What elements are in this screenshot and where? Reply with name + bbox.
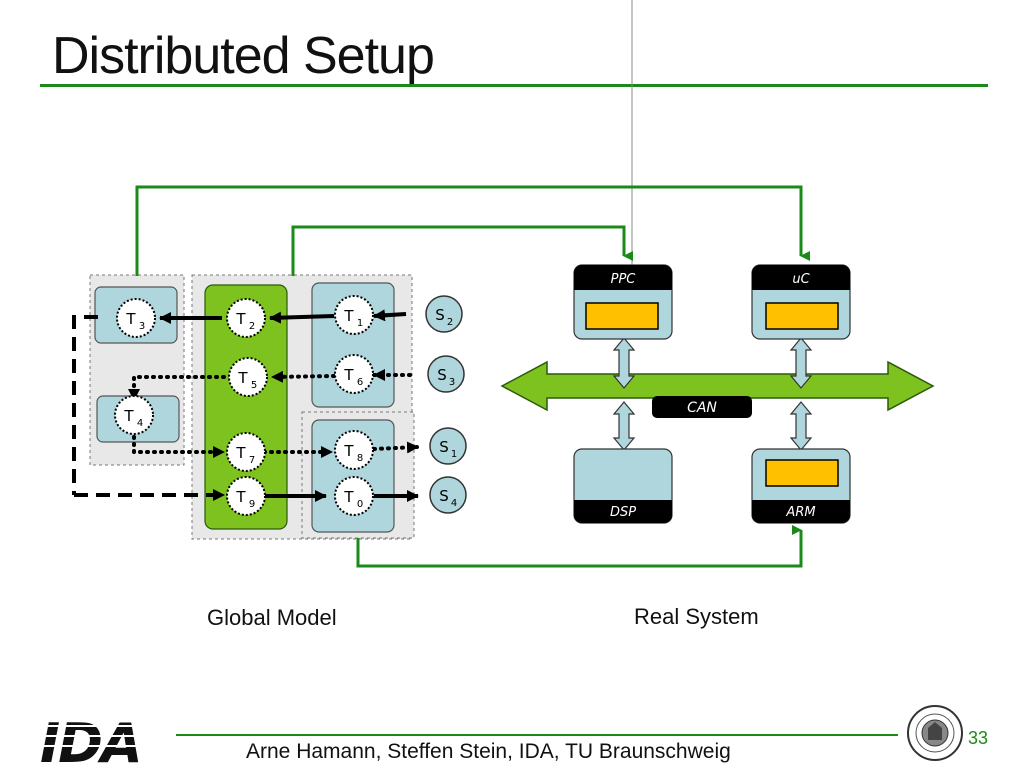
svg-text:6: 6 <box>357 377 363 388</box>
svg-text:T: T <box>343 307 354 325</box>
task-t6: T 6 <box>334 354 374 394</box>
svg-text:ARM: ARM <box>785 505 815 520</box>
svg-text:2: 2 <box>249 321 255 332</box>
resource-box-lime <box>204 284 288 530</box>
node-arm: ARM <box>751 448 851 524</box>
slide-title: Distributed Setup <box>52 27 435 85</box>
task-t4: T 4 <box>114 395 154 435</box>
source-s1: S 1 <box>429 427 467 465</box>
edge-t4-t7 <box>132 428 226 458</box>
svg-text:T: T <box>235 310 246 328</box>
svg-text:8: 8 <box>357 453 363 464</box>
arm-cpu <box>765 459 839 487</box>
task-t2: T 2 <box>226 298 266 338</box>
connector-uc <box>789 337 813 389</box>
can-bus <box>500 360 935 412</box>
svg-text:1: 1 <box>451 449 457 460</box>
can-bus-label: CAN <box>652 396 752 418</box>
source-s3: S 3 <box>427 355 465 393</box>
svg-text:uC: uC <box>792 272 810 287</box>
edge-t5-t4 <box>128 375 226 402</box>
svg-text:9: 9 <box>249 499 255 510</box>
ida-logo: IDA <box>36 712 170 768</box>
task-t9: T 9 <box>226 476 266 516</box>
task-t8: T 8 <box>334 430 374 470</box>
svg-text:5: 5 <box>251 380 257 391</box>
svg-text:3: 3 <box>139 321 145 332</box>
task-t0: T 0 <box>334 476 374 516</box>
path-to-uc <box>135 185 810 276</box>
svg-text:4: 4 <box>451 498 457 509</box>
edge-t1-t2 <box>269 311 335 324</box>
uc-cpu <box>765 302 839 330</box>
svg-text:T: T <box>343 366 354 384</box>
svg-text:S: S <box>439 438 449 456</box>
svg-text:PPC: PPC <box>611 272 637 287</box>
university-seal <box>907 705 963 761</box>
node-uc: uC <box>751 264 851 340</box>
edge-s2-t1 <box>373 309 407 322</box>
svg-text:1: 1 <box>357 318 363 329</box>
svg-text:S: S <box>435 306 445 324</box>
edge-t8-s1 <box>372 441 420 454</box>
svg-text:2: 2 <box>447 317 453 328</box>
svg-text:T: T <box>343 442 354 460</box>
dashed-path-t3-down <box>72 315 98 495</box>
svg-text:T: T <box>237 369 248 387</box>
task-t5: T 5 <box>228 357 268 397</box>
node-dsp: DSP <box>573 448 673 524</box>
svg-text:S: S <box>439 487 449 505</box>
connector-ppc <box>612 337 636 389</box>
svg-text:T: T <box>235 488 246 506</box>
svg-text:3: 3 <box>449 377 455 388</box>
page-number: 33 <box>968 728 989 748</box>
footer-rule <box>176 734 898 736</box>
task-t3: T 3 <box>116 298 156 338</box>
title-rule <box>40 84 988 87</box>
caption-global-model: Global Model <box>207 605 337 630</box>
footer-authors: Arne Hamann, Steffen Stein, IDA, TU Brau… <box>246 740 731 763</box>
connector-dsp <box>612 401 636 451</box>
svg-text:IDA: IDA <box>40 712 141 768</box>
connector-arm <box>789 401 813 451</box>
path-to-arm <box>356 525 803 568</box>
node-ppc: PPC <box>573 264 673 340</box>
edge-t6-t5 <box>270 370 336 383</box>
source-s2: S 2 <box>425 295 463 333</box>
ppc-cpu <box>585 302 659 330</box>
svg-text:T: T <box>235 444 246 462</box>
svg-text:7: 7 <box>249 455 255 466</box>
caption-real-system: Real System <box>634 604 759 629</box>
svg-text:S: S <box>437 366 447 384</box>
svg-text:CAN: CAN <box>687 400 717 416</box>
svg-text:T: T <box>123 407 134 425</box>
task-t7: T 7 <box>226 432 266 472</box>
task-t1: T 1 <box>334 295 374 335</box>
svg-text:T: T <box>343 488 354 506</box>
path-to-ppc <box>291 225 633 276</box>
svg-text:4: 4 <box>137 418 143 429</box>
source-s4: S 4 <box>429 476 467 514</box>
svg-text:0: 0 <box>357 499 363 510</box>
svg-text:DSP: DSP <box>610 505 636 520</box>
svg-text:T: T <box>125 310 136 328</box>
